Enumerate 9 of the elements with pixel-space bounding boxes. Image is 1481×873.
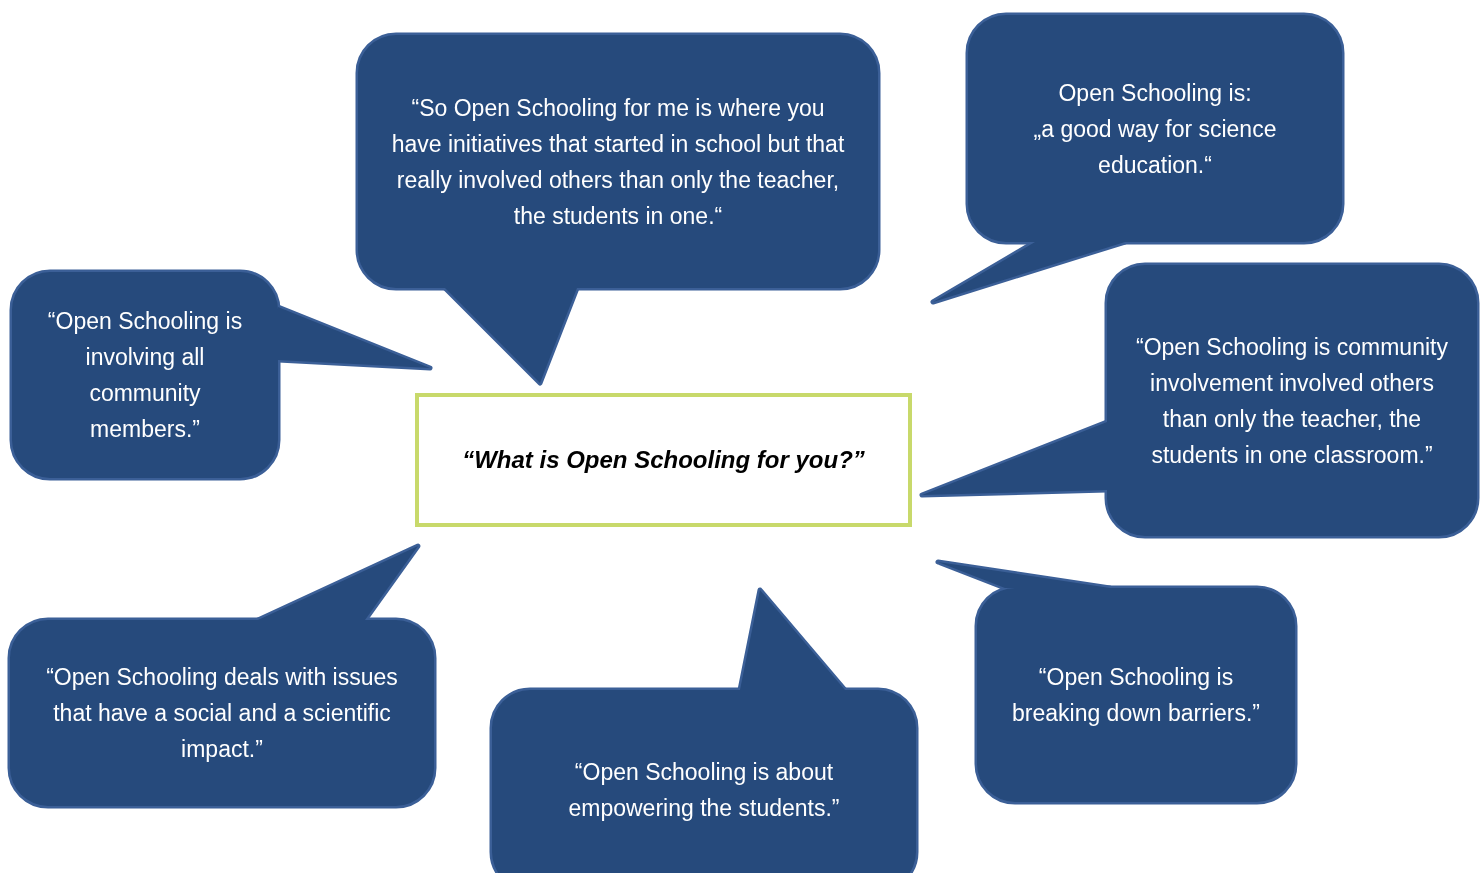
quote-text: “Open Schooling deals with issues that have a social and a scientific impact.” xyxy=(45,663,399,764)
quote-text: „a good way for science education.“ xyxy=(1032,114,1278,180)
quote-text: “Open Schooling is about empowering the students.” xyxy=(567,758,841,823)
quote-text: Open Schooling is: xyxy=(1058,78,1252,108)
quote-text: “So Open Schooling for me is where you have initiatives that started in school but that really involved others than only the teacher, the students in one.“ xyxy=(390,93,846,231)
quote-text: “Open Schooling is breaking down barriers.” xyxy=(1011,663,1261,728)
question-text: “What is Open Schooling for you?” xyxy=(462,445,865,475)
quote-text: “Open Schooling is involving all community members.” xyxy=(46,307,244,444)
quote-text: “Open Schooling is community involvement involved others than only the teacher, the students in one classroom.” xyxy=(1135,332,1449,470)
